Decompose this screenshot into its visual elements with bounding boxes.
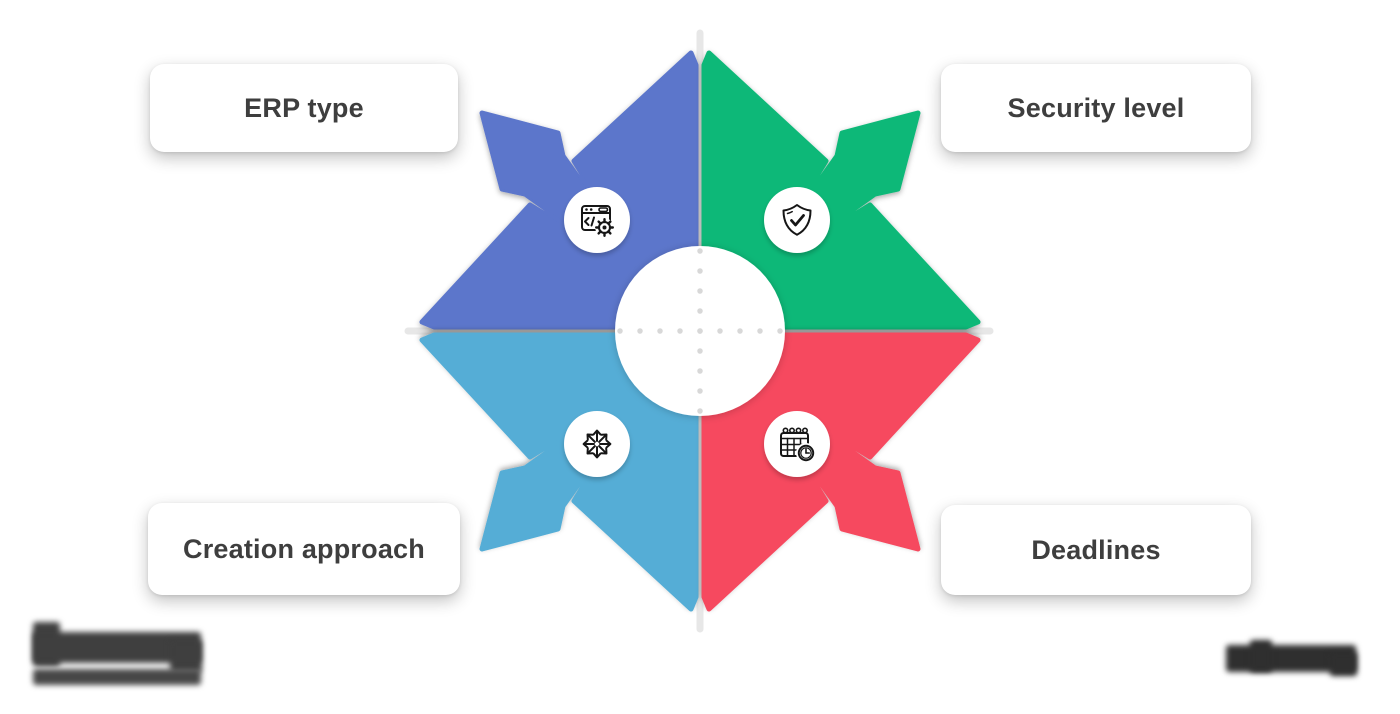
shield-check-icon: [782, 204, 812, 236]
logo-blur-shape: [1250, 640, 1272, 672]
deadlines-icon-badge: [764, 411, 830, 477]
logo-blur-shape: [170, 640, 202, 672]
label-deadlines: Deadlines: [941, 505, 1251, 595]
label-security-level: Security level: [941, 64, 1251, 152]
icon-circle: [564, 187, 630, 253]
erp-type-icon-badge: [564, 187, 630, 253]
label-erp-type: ERP type: [150, 64, 458, 152]
browser-code-gear-icon: [581, 205, 615, 238]
logo-blur-shape: [1330, 652, 1357, 676]
label-creation-approach: Creation approach: [148, 503, 460, 595]
logo-blur-shape: [33, 669, 201, 685]
icon-circle: [564, 411, 630, 477]
icon-circle: [764, 187, 830, 253]
creation-approach-icon-badge: [564, 411, 630, 477]
calendar-clock-icon: [780, 427, 816, 463]
security-level-icon-badge: [764, 187, 830, 253]
